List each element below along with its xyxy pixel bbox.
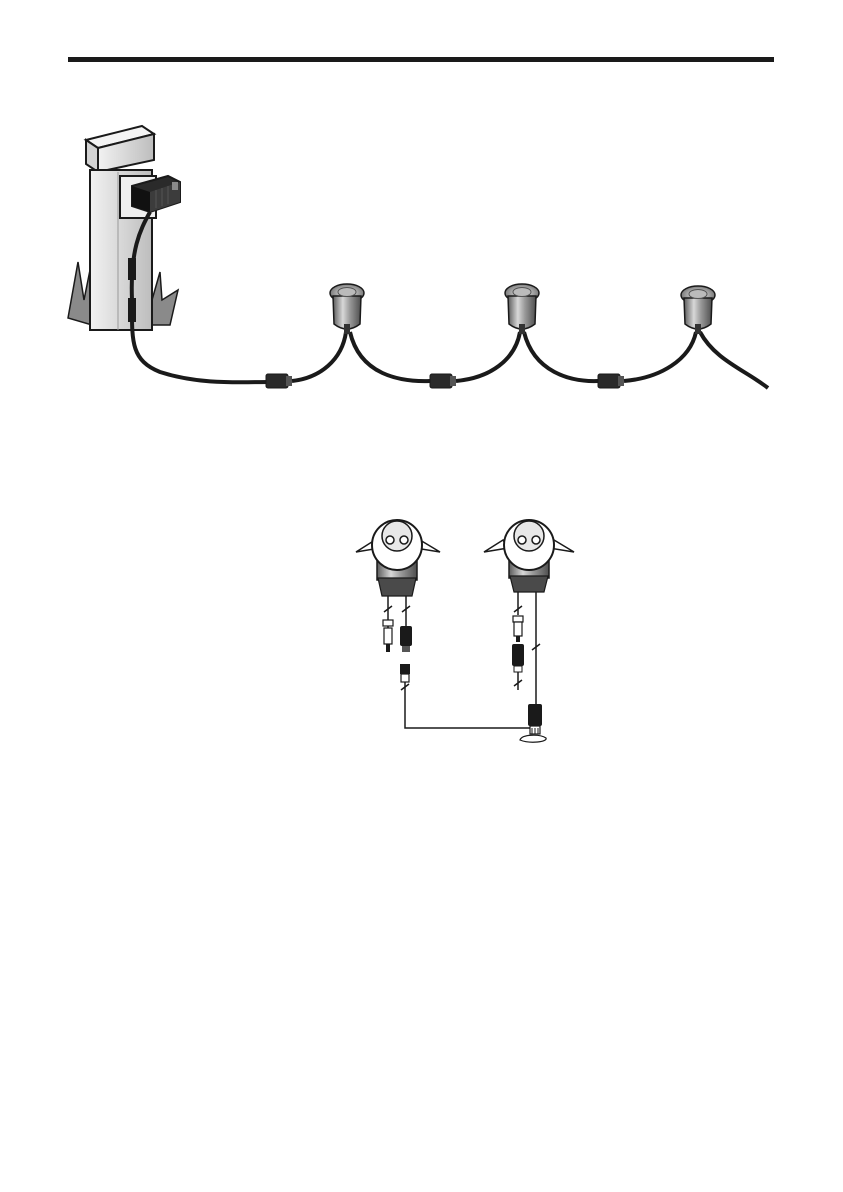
in-line-connector: [598, 374, 624, 388]
light: [505, 284, 539, 334]
bottom-diagram: [356, 520, 574, 742]
cable-segment: [292, 332, 346, 381]
end-cap: [520, 704, 546, 742]
cable-segment: [350, 332, 430, 381]
in-line-connector: [266, 374, 292, 388]
light-fitting: [484, 520, 574, 592]
light: [330, 284, 364, 334]
connector: [512, 616, 524, 672]
in-line-connector: [430, 374, 456, 388]
light: [681, 286, 715, 334]
cable-segment: [456, 332, 520, 381]
cable-segment: [624, 332, 696, 381]
light-fitting: [356, 520, 440, 596]
cable-segment: [524, 332, 598, 381]
top-diagram: [68, 126, 768, 388]
cable-clip: [128, 298, 136, 322]
link-cable: [405, 705, 530, 728]
connector: [400, 626, 412, 682]
cable-clip: [128, 258, 136, 280]
grass-left: [68, 262, 92, 325]
connector: [383, 620, 393, 652]
cable-segment: [700, 332, 768, 388]
